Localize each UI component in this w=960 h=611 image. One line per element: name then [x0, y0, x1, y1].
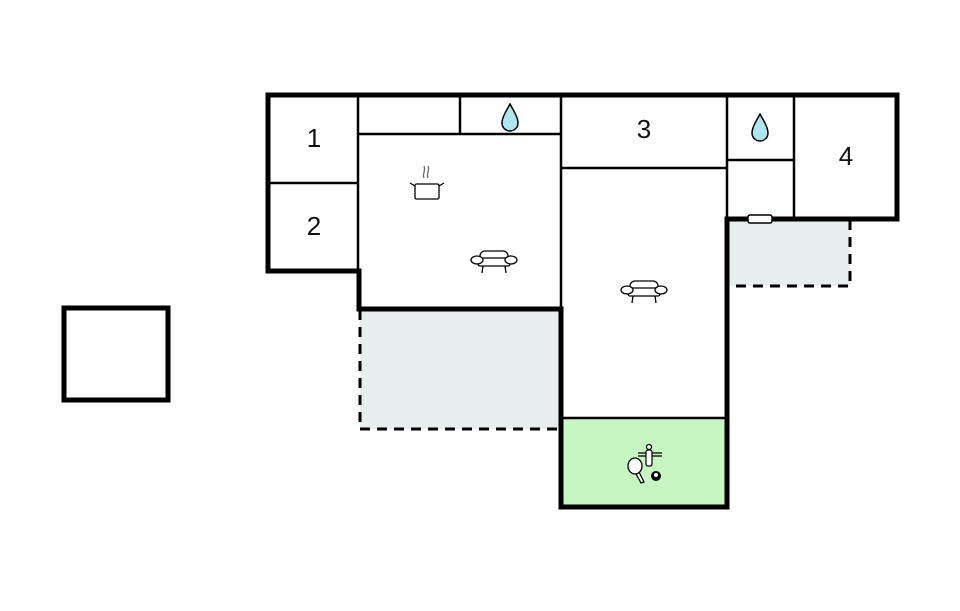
cooking-pot-icon	[409, 165, 445, 200]
water-drop-icon	[501, 102, 519, 132]
billiard-ball-icon	[651, 471, 661, 481]
sofa-icon	[470, 250, 518, 274]
foosball-icon	[638, 443, 662, 467]
water-drop-icon	[751, 112, 769, 142]
outbuilding	[61, 305, 171, 403]
room-label-1: 1	[307, 123, 321, 153]
activity-room	[562, 418, 726, 507]
interior-walls	[268, 95, 796, 420]
terrace-right	[728, 220, 852, 288]
table-tennis-icon	[627, 457, 645, 484]
room-label-3: 3	[637, 114, 651, 144]
exterior-walls	[265, 92, 900, 510]
room-label-4: 4	[839, 141, 853, 171]
sofa-icon	[620, 280, 668, 304]
terrace-left	[358, 310, 560, 431]
window	[747, 214, 773, 224]
room-label-2: 2	[307, 211, 321, 241]
